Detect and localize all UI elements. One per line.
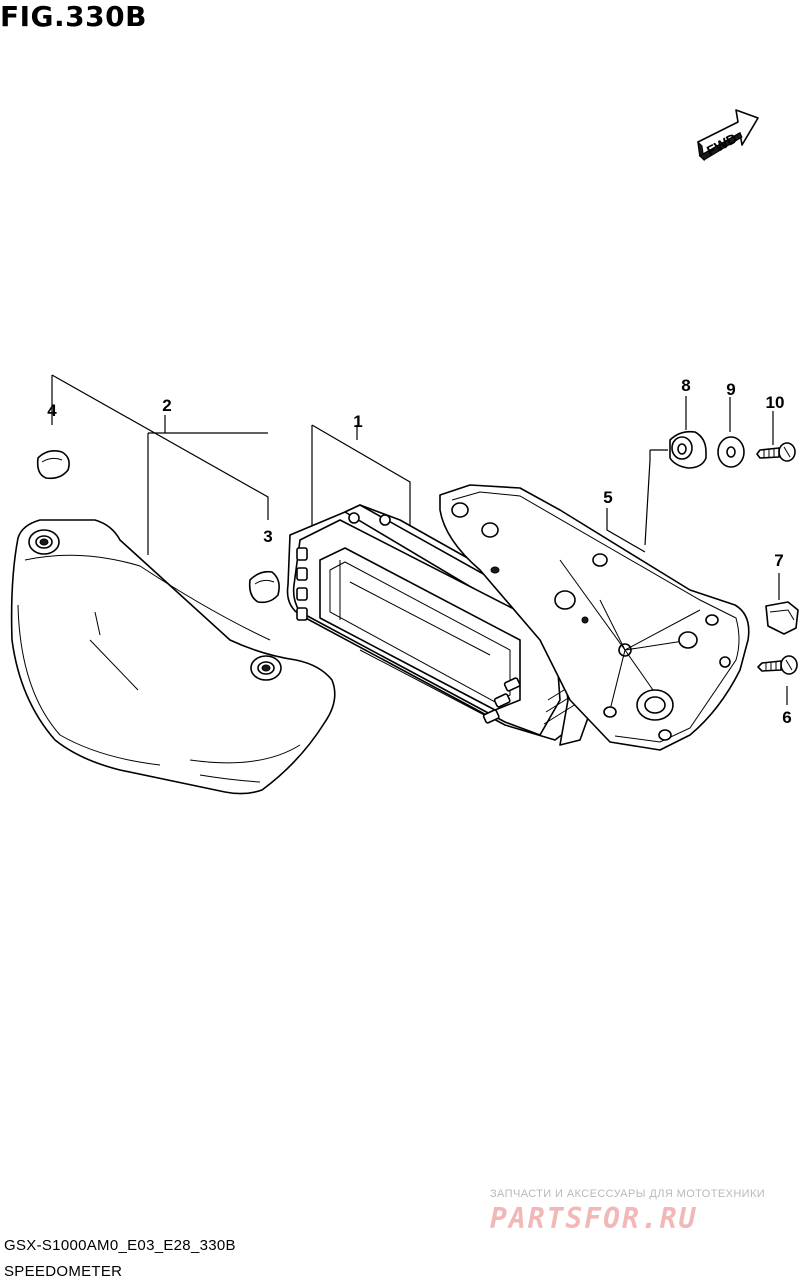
watermark-logo: PARTSFOR.RU: [490, 1202, 698, 1235]
rear-housing-part-5: [439, 484, 750, 751]
callout-7: 7: [774, 551, 784, 570]
model-code: GSX-S1000AM0_E03_E28_330B: [4, 1237, 236, 1254]
clip-nut-part-7: [765, 601, 799, 635]
forward-arrow-icon: [697, 109, 759, 162]
watermark-tagline: ЗАПЧАСТИ И АКСЕССУАРЫ ДЛЯ МОТОТЕХНИКИ: [490, 1188, 766, 1200]
callout-3: 3: [263, 527, 273, 546]
callout-6: 6: [782, 708, 792, 727]
section-name: SPEEDOMETER: [4, 1263, 123, 1280]
callout-5: 5: [603, 488, 613, 507]
figure-title: FIG.330B: [0, 0, 147, 33]
screw-part-10: [756, 442, 796, 462]
callout-9: 9: [726, 380, 736, 399]
cap-part-4: [36, 450, 70, 480]
callout-8: 8: [681, 376, 691, 395]
washer-part-9: [717, 436, 745, 468]
meter-assembly-part-1: [286, 504, 599, 746]
leader-lines: [51, 374, 788, 705]
callout-10: 10: [765, 393, 785, 412]
callout-4: 4: [47, 401, 57, 420]
screw-part-6: [757, 655, 798, 675]
callout-1: 1: [353, 412, 363, 431]
meter-cover-part-2: [10, 519, 336, 795]
callout-2: 2: [162, 396, 172, 415]
cap-part-3: [248, 570, 280, 604]
grommet-part-8: [669, 430, 707, 469]
